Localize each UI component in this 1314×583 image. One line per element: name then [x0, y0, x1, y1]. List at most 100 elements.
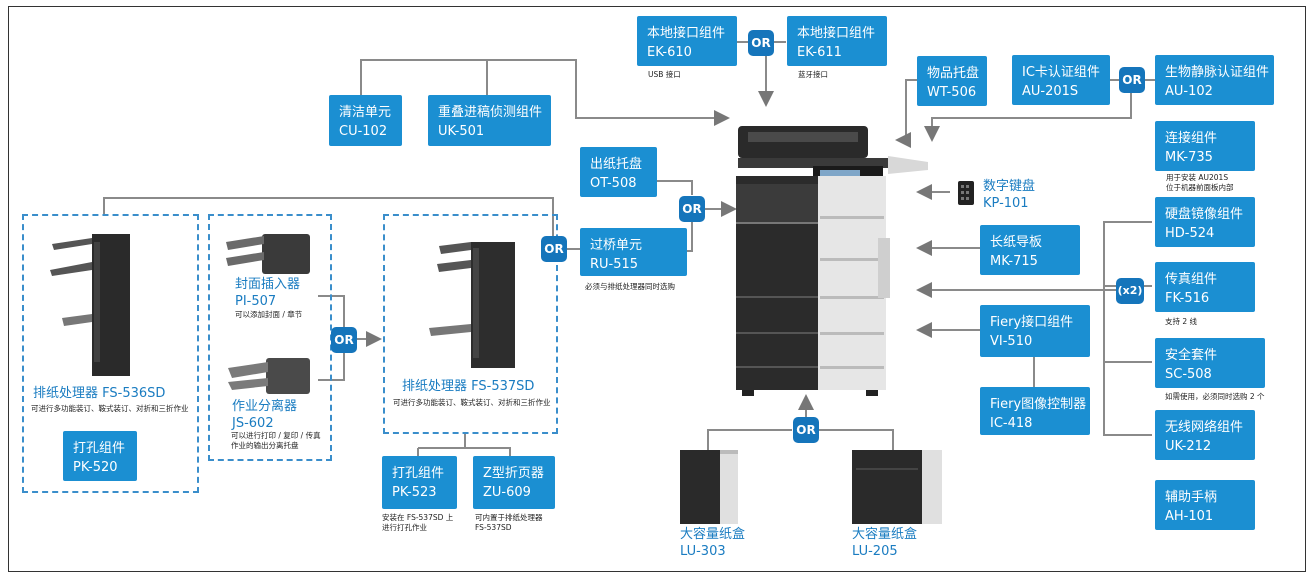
option-box-zu-609[interactable]: Z型折页器 ZU-609 — [473, 456, 555, 509]
option-name: IC卡认证组件 — [1022, 65, 1100, 80]
label-kp-101: 数字键盘 KP-101 — [983, 179, 1036, 211]
option-model: CU-102 — [339, 124, 388, 139]
option-box-pk-523[interactable]: 打孔组件 PK-523 — [382, 456, 457, 509]
label-pi-507: 封面插入器 PI-507 — [235, 277, 301, 309]
or-badge-au: OR — [1119, 67, 1145, 93]
note-zu-609-2: FS-537SD — [475, 523, 512, 532]
note-fs-536sd: 可进行多功能装订、鞍式装订、对折和三折作业 — [31, 404, 189, 413]
option-name: 长纸导板 — [990, 235, 1043, 250]
note-pi-507: 可以添加封面 / 章节 — [235, 310, 303, 319]
option-name: 物品托盘 — [927, 66, 980, 81]
option-name: 连接组件 — [1165, 131, 1218, 146]
option-name: 打孔组件 — [73, 441, 126, 456]
label-fs-536sd: 排纸处理器 FS-536SD — [33, 386, 166, 401]
option-box-uk-501[interactable]: 重叠进稿侦测组件 UK-501 — [428, 95, 551, 146]
option-box-cu-102[interactable]: 清洁单元 CU-102 — [329, 95, 402, 146]
option-model: EK-611 — [797, 45, 842, 60]
option-model: AH-101 — [1165, 509, 1214, 524]
note-ru-515: 必须与排纸处理器同时选购 — [585, 282, 675, 291]
or-badge-ek: OR — [748, 30, 774, 56]
or-badge-tray: OR — [679, 196, 705, 222]
note-fk-516: 支持 2 线 — [1165, 317, 1198, 326]
option-box-pk-520[interactable]: 打孔组件 PK-520 — [63, 431, 137, 481]
option-box-ot-508[interactable]: 出纸托盘 OT-508 — [580, 147, 657, 197]
keypad-icon — [958, 181, 974, 205]
js602-illustration — [228, 358, 310, 394]
option-name: 清洁单元 — [339, 105, 392, 120]
option-box-uk-212[interactable]: 无线网络组件 UK-212 — [1155, 410, 1255, 460]
option-model: PK-523 — [392, 485, 437, 500]
fs537sd-group — [383, 214, 558, 434]
or-badge-finisher: OR — [541, 236, 567, 262]
option-name: 无线网络组件 — [1165, 420, 1244, 435]
label-fs-537sd: 排纸处理器 FS-537SD — [402, 379, 535, 394]
label-lu-303: 大容量纸盒 LU-303 — [680, 527, 746, 559]
option-name: 硬盘镜像组件 — [1165, 207, 1244, 222]
option-model: VI-510 — [990, 334, 1033, 349]
option-box-ah-101[interactable]: 辅助手柄 AH-101 — [1155, 480, 1255, 530]
option-name: 本地接口组件 — [797, 26, 876, 41]
option-name: 传真组件 — [1165, 272, 1218, 287]
option-model: ZU-609 — [483, 485, 531, 500]
option-box-au-102[interactable]: 生物静脉认证组件 AU-102 — [1155, 55, 1274, 105]
option-name: 生物静脉认证组件 — [1165, 65, 1270, 80]
label-lu-205: 大容量纸盒 LU-205 — [852, 527, 918, 559]
option-name: 重叠进稿侦测组件 — [438, 105, 543, 120]
lu303-illustration — [680, 450, 738, 524]
option-model: SC-508 — [1165, 367, 1212, 382]
option-model: AU-201S — [1022, 84, 1079, 99]
note-mk-735-1: 用于安装 AU201S — [1166, 173, 1229, 182]
option-box-mk-715[interactable]: 长纸导板 MK-715 — [980, 225, 1080, 275]
note-ek-610: USB 接口 — [648, 70, 681, 79]
note-js-602-2: 作业的输出分离托盘 — [231, 441, 299, 450]
fs536sd-illustration — [50, 234, 130, 376]
option-model: UK-212 — [1165, 439, 1212, 454]
option-box-fk-516[interactable]: 传真组件 FK-516 — [1155, 262, 1255, 312]
note-zu-609-1: 可内置于排纸处理器 — [475, 513, 543, 522]
option-name: Z型折页器 — [483, 466, 544, 481]
option-box-ic-418[interactable]: Fiery图像控制器 IC-418 — [980, 387, 1090, 435]
option-model: AU-102 — [1165, 84, 1213, 99]
option-model: UK-501 — [438, 124, 485, 139]
note-mk-735-2: 位于机器前面板内部 — [1166, 183, 1234, 192]
note-pk-523-2: 进行打孔作业 — [382, 523, 427, 532]
option-name: 打孔组件 — [392, 466, 445, 481]
or-badge-lu: OR — [793, 417, 819, 443]
option-model: EK-610 — [647, 45, 692, 60]
note-sc-508: 如需使用，必须同时选购 2 个 — [1165, 392, 1265, 401]
note-js-602-1: 可以进行打印 / 复印 / 传真 — [231, 431, 321, 440]
option-box-ek-611[interactable]: 本地接口组件 EK-611 — [787, 16, 887, 66]
note-fs-537sd: 可进行多功能装订、鞍式装订、对折和三折作业 — [393, 398, 551, 407]
option-model: PK-520 — [73, 460, 118, 475]
option-name: 本地接口组件 — [647, 26, 726, 41]
option-model: WT-506 — [927, 85, 977, 100]
option-box-au-201s[interactable]: IC卡认证组件 AU-201S — [1012, 55, 1110, 105]
lu205-illustration — [852, 450, 942, 524]
fs537sd-illustration — [429, 242, 515, 368]
or-badge-inserter: OR — [331, 327, 357, 353]
option-name: Fiery接口组件 — [990, 315, 1074, 330]
option-model: MK-735 — [1165, 150, 1213, 165]
x2-badge: (x2) — [1116, 278, 1144, 304]
option-box-sc-508[interactable]: 安全套件 SC-508 — [1155, 338, 1265, 388]
option-box-ru-515[interactable]: 过桥单元 RU-515 — [580, 228, 687, 276]
option-box-vi-510[interactable]: Fiery接口组件 VI-510 — [980, 305, 1090, 357]
option-name: Fiery图像控制器 — [990, 397, 1087, 412]
option-model: MK-715 — [990, 254, 1038, 269]
option-model: IC-418 — [990, 416, 1033, 431]
pi507-illustration — [226, 234, 310, 274]
option-box-mk-735[interactable]: 连接组件 MK-735 — [1155, 121, 1255, 171]
option-model: HD-524 — [1165, 226, 1215, 241]
option-box-ek-610[interactable]: 本地接口组件 EK-610 — [637, 16, 737, 66]
option-model: FK-516 — [1165, 291, 1210, 306]
note-ek-611: 蓝牙接口 — [798, 70, 828, 79]
note-pk-523-1: 安装在 FS-537SD 上 — [382, 513, 454, 522]
option-box-hd-524[interactable]: 硬盘镜像组件 HD-524 — [1155, 197, 1255, 247]
option-name: 过桥单元 — [590, 238, 643, 253]
option-box-wt-506[interactable]: 物品托盘 WT-506 — [917, 56, 987, 106]
option-name: 辅助手柄 — [1165, 490, 1218, 505]
fs536sd-group — [22, 214, 199, 493]
option-model: RU-515 — [590, 257, 639, 272]
option-model: OT-508 — [590, 176, 637, 191]
mfp-machine-illustration — [736, 126, 928, 396]
